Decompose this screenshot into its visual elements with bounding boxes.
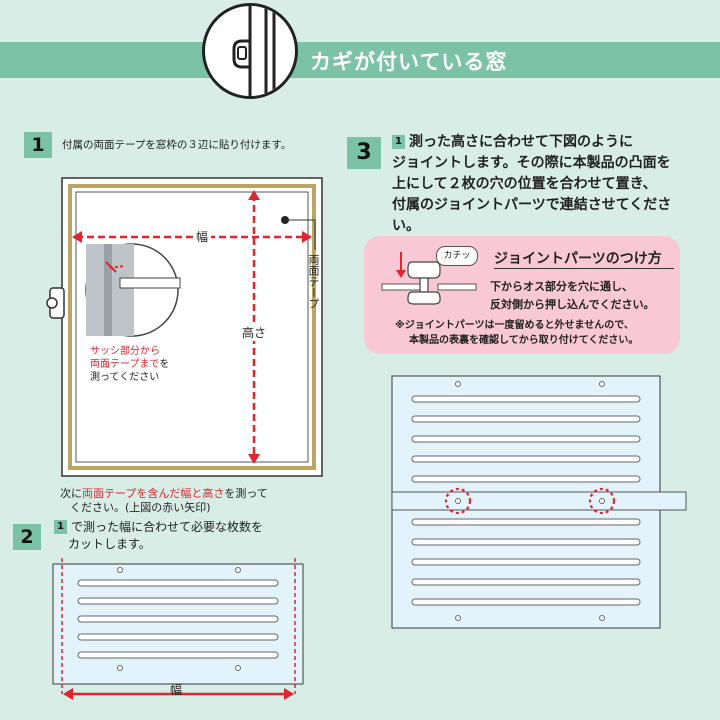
step-2-width-label: 幅 xyxy=(170,683,183,697)
page-title: カギが付いている窓 xyxy=(310,50,508,74)
width-label: 幅 xyxy=(193,230,212,245)
step-1-number: 1 xyxy=(24,132,52,158)
measure-instruction-2: ください。(上図の赤い矢印) xyxy=(70,501,211,514)
window-lock-icon xyxy=(202,3,298,99)
callout-line-3: 測ってください xyxy=(90,372,160,383)
click-bubble: カチッ xyxy=(436,246,478,266)
tape-label: 両面テープ xyxy=(307,254,320,309)
step-3-number: 3 xyxy=(347,137,381,169)
step-2-panel-diagram xyxy=(52,558,304,700)
step-1-instruction: 付属の両面テープを窓枠の３辺に貼り付けます。 xyxy=(62,139,292,151)
joint-title: ジョイントパーツのつけ方 xyxy=(494,251,662,267)
callout-line-2: 両面テープまでを xyxy=(90,359,170,370)
joint-note: ※ジョイントパーツは一度留めると外せませんので、 本製品の表裏を確認してから取り… xyxy=(395,320,639,346)
step-2-number: 2 xyxy=(13,524,41,550)
joint-title-underline xyxy=(494,268,674,269)
header-band xyxy=(0,42,720,78)
callout-line-1: サッシ部分から xyxy=(90,346,160,357)
joint-description: 下からオス部分を穴に通し、 反対側から押し込んでください。 xyxy=(490,280,655,311)
height-label: 高さ xyxy=(240,326,269,341)
step-2-instruction-2: カットします。 xyxy=(68,537,151,551)
step-3-joined-panels-diagram xyxy=(391,375,687,629)
measure-instruction: 次に両面テープを含んだ幅と高さを測って xyxy=(60,487,268,500)
joint-part-icon xyxy=(381,252,477,305)
step-1-window-diagram xyxy=(46,177,323,477)
